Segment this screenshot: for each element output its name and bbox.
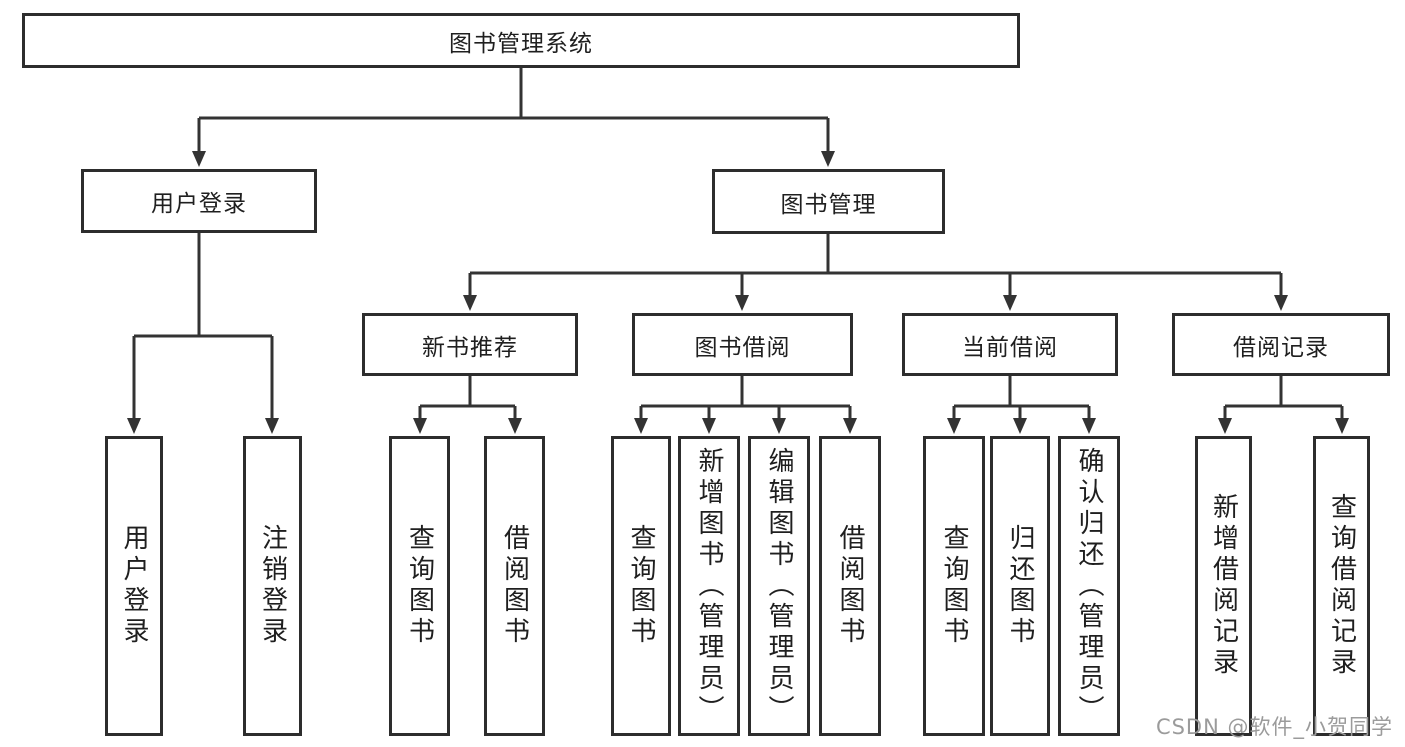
leaf-return-books: 归还图书	[990, 436, 1050, 736]
leaf-confirm-return-admin: 确认归还（管理员）	[1058, 436, 1120, 736]
csdn-watermark: CSDN @软件_小贺同学	[1155, 715, 1393, 739]
leaf-label: 确认归还（管理员）	[1074, 446, 1104, 726]
leaf-label: 归还图书	[1005, 524, 1035, 648]
node-library-management-system: 图书管理系统	[22, 13, 1020, 68]
leaf-user-login: 用户登录	[105, 436, 163, 736]
node-user-login: 用户登录	[81, 169, 317, 233]
leaf-edit-books-admin: 编辑图书（管理员）	[748, 436, 810, 736]
leaf-label: 查询图书	[939, 524, 969, 648]
leaf-borrow-books: 借阅图书	[819, 436, 881, 736]
node-label: 当前借阅	[962, 334, 1058, 361]
leaf-logout-login: 注销登录	[243, 436, 302, 736]
node-borrow-records: 借阅记录	[1172, 313, 1390, 376]
leaf-label: 查询借阅记录	[1326, 493, 1357, 679]
leaf-label: 查询图书	[404, 524, 435, 648]
node-label: 用户登录	[151, 191, 247, 217]
node-new-book-recommend: 新书推荐	[362, 313, 578, 376]
node-label: 新书推荐	[422, 334, 518, 361]
leaf-add-borrow-record: 新增借阅记录	[1195, 436, 1252, 736]
leaf-label: 新增借阅记录	[1208, 493, 1239, 679]
leaf-label: 借阅图书	[499, 524, 530, 648]
leaf-add-books-admin: 新增图书（管理员）	[678, 436, 740, 736]
arrowheads	[127, 151, 1349, 434]
node-label: 借阅记录	[1233, 334, 1329, 361]
leaf-label: 注销登录	[257, 524, 288, 648]
leaf-query-books-current: 查询图书	[923, 436, 985, 736]
leaf-label: 编辑图书（管理员）	[764, 446, 794, 726]
leaf-borrow-books-recommend: 借阅图书	[484, 436, 545, 736]
node-label: 图书管理	[780, 191, 877, 218]
node-label: 图书借阅	[694, 334, 791, 361]
leaf-query-borrow-record: 查询借阅记录	[1313, 436, 1370, 736]
node-label: 图书管理系统	[449, 30, 593, 57]
leaf-label: 查询图书	[626, 524, 656, 648]
leaf-query-books-recommend: 查询图书	[389, 436, 450, 736]
leaf-label: 借阅图书	[835, 524, 865, 648]
node-book-borrow: 图书借阅	[632, 313, 853, 376]
leaf-label: 新增图书（管理员）	[694, 446, 724, 726]
leaf-label: 用户登录	[119, 524, 149, 648]
node-current-borrow: 当前借阅	[902, 313, 1118, 376]
leaf-query-books-borrow: 查询图书	[611, 436, 671, 736]
node-book-management: 图书管理	[712, 169, 945, 234]
